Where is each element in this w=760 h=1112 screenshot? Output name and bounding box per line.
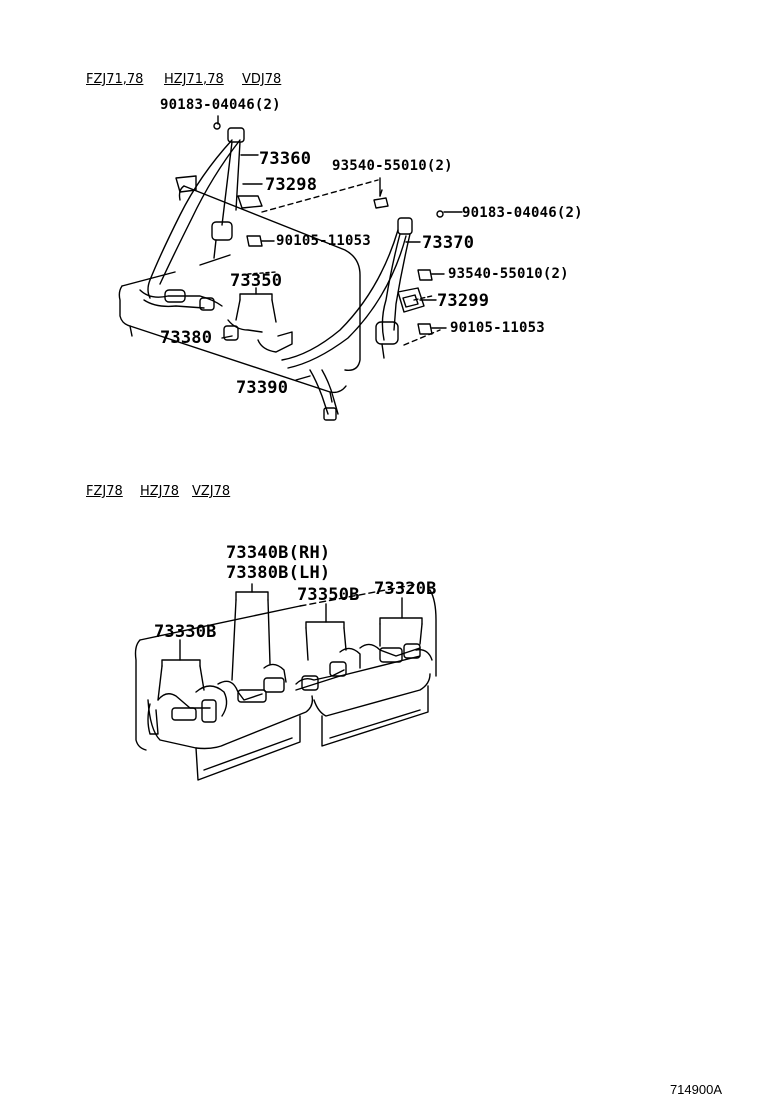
part-73299: 73299 [437, 291, 490, 311]
model-label-1: FZJ71,78 [86, 72, 144, 87]
illustration-code: 714900A [669, 1082, 722, 1097]
part-93540-55010-right: 93540-55010(2) [448, 266, 569, 282]
part-73350: 73350 [230, 271, 283, 291]
part-73350B: 73350B [297, 585, 360, 605]
model-label-2: HZJ71,78 [164, 72, 224, 87]
part-73330B: 73330B [154, 622, 217, 642]
belt-73360 [139, 127, 293, 353]
part-73360: 73360 [259, 149, 312, 169]
part-90105-11053-left: 90105-11053 [276, 233, 371, 249]
model-label-6: VZJ78 [192, 484, 231, 499]
part-73340B: 73340B(RH) [226, 543, 331, 563]
part-73298: 73298 [265, 175, 318, 195]
top-seat-outline [118, 179, 441, 403]
model-label-5: HZJ78 [140, 484, 180, 499]
part-93540-55010-top: 93540-55010(2) [332, 158, 453, 174]
part-90183-04046-right: 90183-04046(2) [462, 205, 583, 221]
part-73390: 73390 [236, 378, 289, 398]
part-73380: 73380 [160, 328, 213, 348]
part-90183-04046-left: 90183-04046(2) [160, 97, 281, 113]
model-label-3: VDJ78 [242, 72, 282, 87]
part-73370: 73370 [422, 233, 475, 253]
top-leaders [217, 115, 463, 381]
bottom-leaders [157, 583, 423, 701]
part-73320B: 73320B [374, 579, 437, 599]
bottom-belts [147, 643, 433, 735]
bottom-seat-outline [134, 583, 437, 781]
part-73380B: 73380B(LH) [226, 563, 331, 583]
part-90105-11053-right: 90105-11053 [450, 320, 545, 336]
model-label-4: FZJ78 [86, 484, 123, 499]
